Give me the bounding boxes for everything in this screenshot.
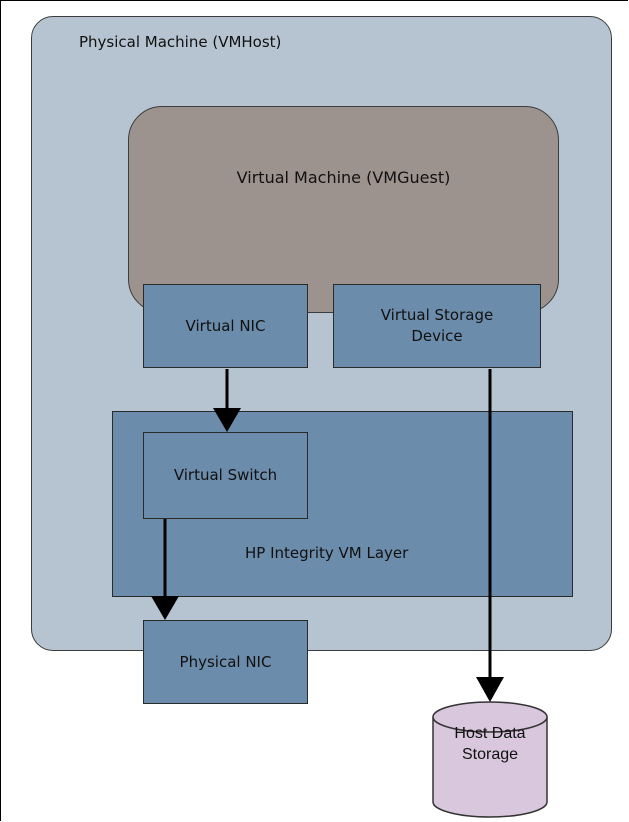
virtual-machine-label: Virtual Machine (VMGuest): [236, 168, 451, 187]
nic-to-switch-arrowhead: [213, 408, 241, 432]
hp-integrity-vm-layer-label: HP Integrity VM Layer: [245, 544, 409, 562]
storage-arrowhead: [476, 677, 504, 702]
virtual-switch-box: Virtual Switch: [143, 432, 308, 519]
physical-nic-label: Physical NIC: [179, 652, 272, 671]
physical-nic-box: Physical NIC: [143, 620, 308, 704]
switch-to-physical-nic-arrowhead: [151, 596, 179, 620]
virtual-switch-label: Virtual Switch: [173, 466, 278, 484]
virtual-storage-device-label: Virtual Storage Device: [380, 306, 494, 345]
virtual-storage-device-box: Virtual Storage Device: [333, 284, 541, 368]
host-data-storage-label-line1: Host Data: [454, 725, 526, 742]
physical-machine-label: Physical Machine (VMHost): [79, 33, 282, 51]
virtual-nic-box: Virtual NIC: [143, 284, 308, 368]
virtual-machine-container: [128, 106, 559, 313]
host-data-storage-label: Host Data Storage: [432, 724, 548, 766]
virtual-nic-label: Virtual NIC: [185, 316, 266, 335]
host-data-storage-label-line2: Storage: [461, 745, 519, 763]
host-data-storage-cylinder: [432, 701, 548, 818]
